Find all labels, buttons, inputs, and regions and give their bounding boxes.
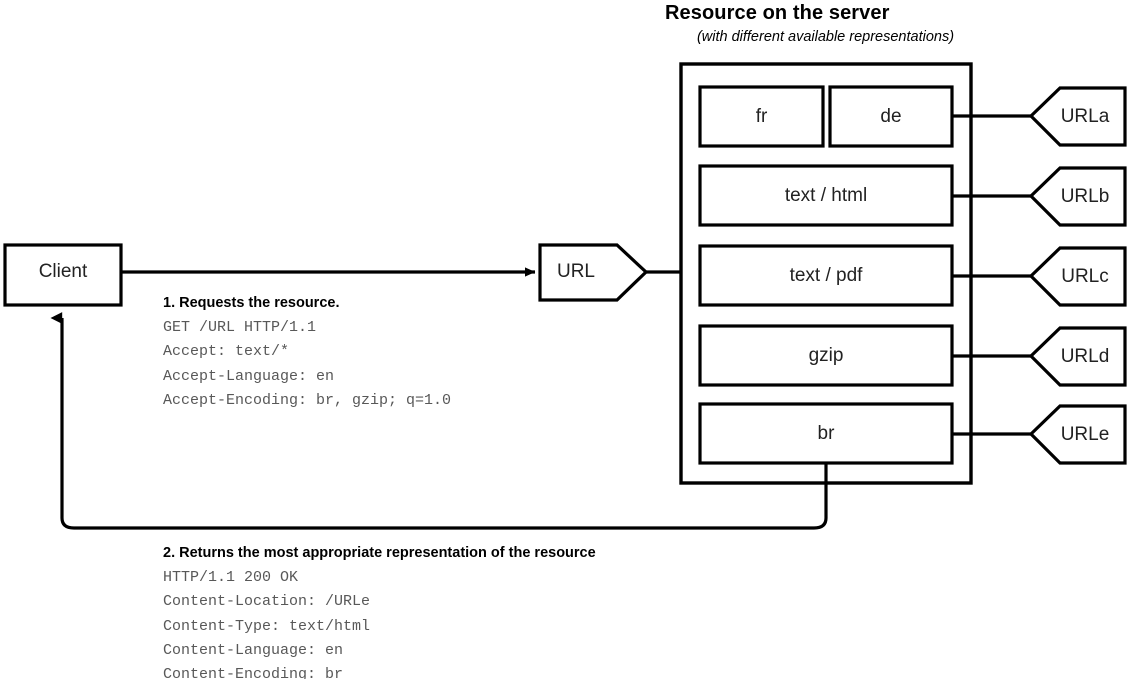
request-headers: GET /URL HTTP/1.1 Accept: text/* Accept-… <box>163 319 452 409</box>
server-subheading: (with different available representation… <box>696 29 955 45</box>
response-headers: HTTP/1.1 200 OK Content-Location: /URLe … <box>163 569 371 679</box>
representation-box-br <box>698 402 954 465</box>
representation-label-fr[interactable]: fr <box>755 106 768 127</box>
url-tag-a-shape <box>1028 86 1127 147</box>
representation-label-de[interactable]: de <box>880 106 902 127</box>
response-heading: 2. Returns the most appropriate represen… <box>163 545 596 561</box>
request-heading: 1. Requests the resource. <box>163 295 340 311</box>
url-tag-d-label[interactable]: URLd <box>1060 346 1110 367</box>
url-node-label[interactable]: URL <box>556 261 595 282</box>
representation-label-br[interactable]: br <box>817 423 835 444</box>
representation-label-text-pdf[interactable]: text / pdf <box>789 265 863 286</box>
representation-box-text-html <box>698 164 954 227</box>
url-tag-e-shape <box>1028 404 1127 465</box>
representation-box-gzip <box>698 324 954 387</box>
url-tag-e-label[interactable]: URLe <box>1060 424 1110 445</box>
url-tag-a-label[interactable]: URLa <box>1060 106 1110 127</box>
url-tag-d-shape <box>1028 326 1127 387</box>
url-tag-b-label[interactable]: URLb <box>1060 186 1110 207</box>
representation-label-text-html[interactable]: text / html <box>784 185 868 206</box>
url-node-shape <box>538 243 649 302</box>
response-arrow <box>50 312 828 530</box>
server-heading: Resource on the server <box>665 2 890 24</box>
representation-box-text-pdf <box>698 244 954 307</box>
representation-box-de <box>828 85 954 148</box>
representation-label-gzip[interactable]: gzip <box>808 345 844 366</box>
url-tag-c-label[interactable]: URLc <box>1061 266 1109 287</box>
url-tag-c-shape <box>1028 246 1127 307</box>
client-node-label[interactable]: Client <box>38 261 88 282</box>
client-box <box>3 243 123 307</box>
url-tag-b-shape <box>1028 166 1127 227</box>
representation-box-fr <box>698 85 825 148</box>
